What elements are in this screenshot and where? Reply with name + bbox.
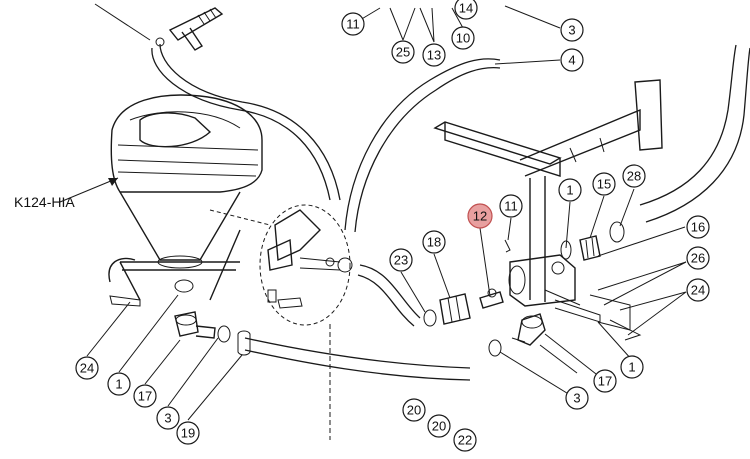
callout-label: 13: [427, 48, 441, 63]
callout-10: 10: [451, 26, 475, 50]
callout-label: 12: [473, 209, 487, 224]
callout-label: 16: [691, 220, 705, 235]
callout-label: 15: [597, 177, 611, 192]
callout-1a: 1: [558, 178, 582, 202]
callout-26: 26: [686, 246, 710, 270]
callout-1b: 1: [107, 372, 131, 396]
callout-label: 25: [396, 45, 410, 60]
callout-17a: 17: [133, 384, 157, 408]
callout-label: 20: [407, 403, 421, 418]
hoses: [151, 43, 750, 381]
callout-23: 23: [389, 248, 413, 272]
callout-14: 14: [454, 0, 478, 20]
callout-12: 12: [467, 203, 493, 229]
callout-15: 15: [592, 172, 616, 196]
callout-label: 3: [568, 23, 575, 38]
callout-3b: 3: [156, 406, 180, 430]
callout-label: 11: [346, 17, 360, 32]
pump-assembly: [209, 204, 353, 440]
callout-label: 22: [458, 433, 472, 448]
callout-label: 28: [627, 169, 641, 184]
callout-label: 18: [427, 235, 441, 250]
callout-4: 4: [560, 48, 584, 72]
spray-gun: [94, 3, 224, 51]
callout-label: 24: [691, 283, 705, 298]
callout-22: 22: [453, 428, 477, 452]
callout-20b: 20: [427, 414, 451, 438]
callout-label: 19: [181, 426, 195, 441]
callout-24b: 24: [75, 356, 99, 380]
callout-label: 1: [115, 377, 122, 392]
callout-label: 11: [504, 199, 518, 214]
callout-3c: 3: [565, 386, 589, 410]
callout-16: 16: [686, 215, 710, 239]
callout-label: 1: [566, 183, 573, 198]
leader-lines: [86, 5, 687, 421]
callout-label: 26: [691, 251, 705, 266]
callout-24a: 24: [686, 278, 710, 302]
manifold-fittings: [423, 221, 642, 357]
hopper: [59, 94, 263, 301]
callout-label: 4: [568, 53, 575, 68]
callout-label: 17: [138, 389, 152, 404]
callout-1c: 1: [620, 355, 644, 379]
callout-label: 20: [432, 419, 446, 434]
callout-label: 3: [164, 411, 171, 426]
callout-label: 24: [80, 361, 94, 376]
callout-25: 25: [391, 40, 415, 64]
mounting-bracket: [433, 79, 663, 302]
callout-11a: 11: [341, 12, 365, 36]
callout-label: 3: [573, 391, 580, 406]
model-label: K124-HIA: [14, 194, 75, 210]
callout-label: 23: [394, 253, 408, 268]
callout-20a: 20: [402, 398, 426, 422]
callout-11b: 11: [499, 194, 523, 218]
callout-3a: 3: [560, 18, 584, 42]
callout-19: 19: [176, 421, 200, 445]
callout-13: 13: [422, 43, 446, 67]
callout-18: 18: [422, 230, 446, 254]
callout-label: 17: [598, 374, 612, 389]
left-lower-fittings: [109, 295, 251, 356]
callout-17b: 17: [593, 369, 617, 393]
callout-label: 10: [456, 31, 470, 46]
callout-28: 28: [622, 164, 646, 188]
callout-label: 14: [459, 1, 473, 16]
callout-label: 1: [628, 360, 635, 375]
